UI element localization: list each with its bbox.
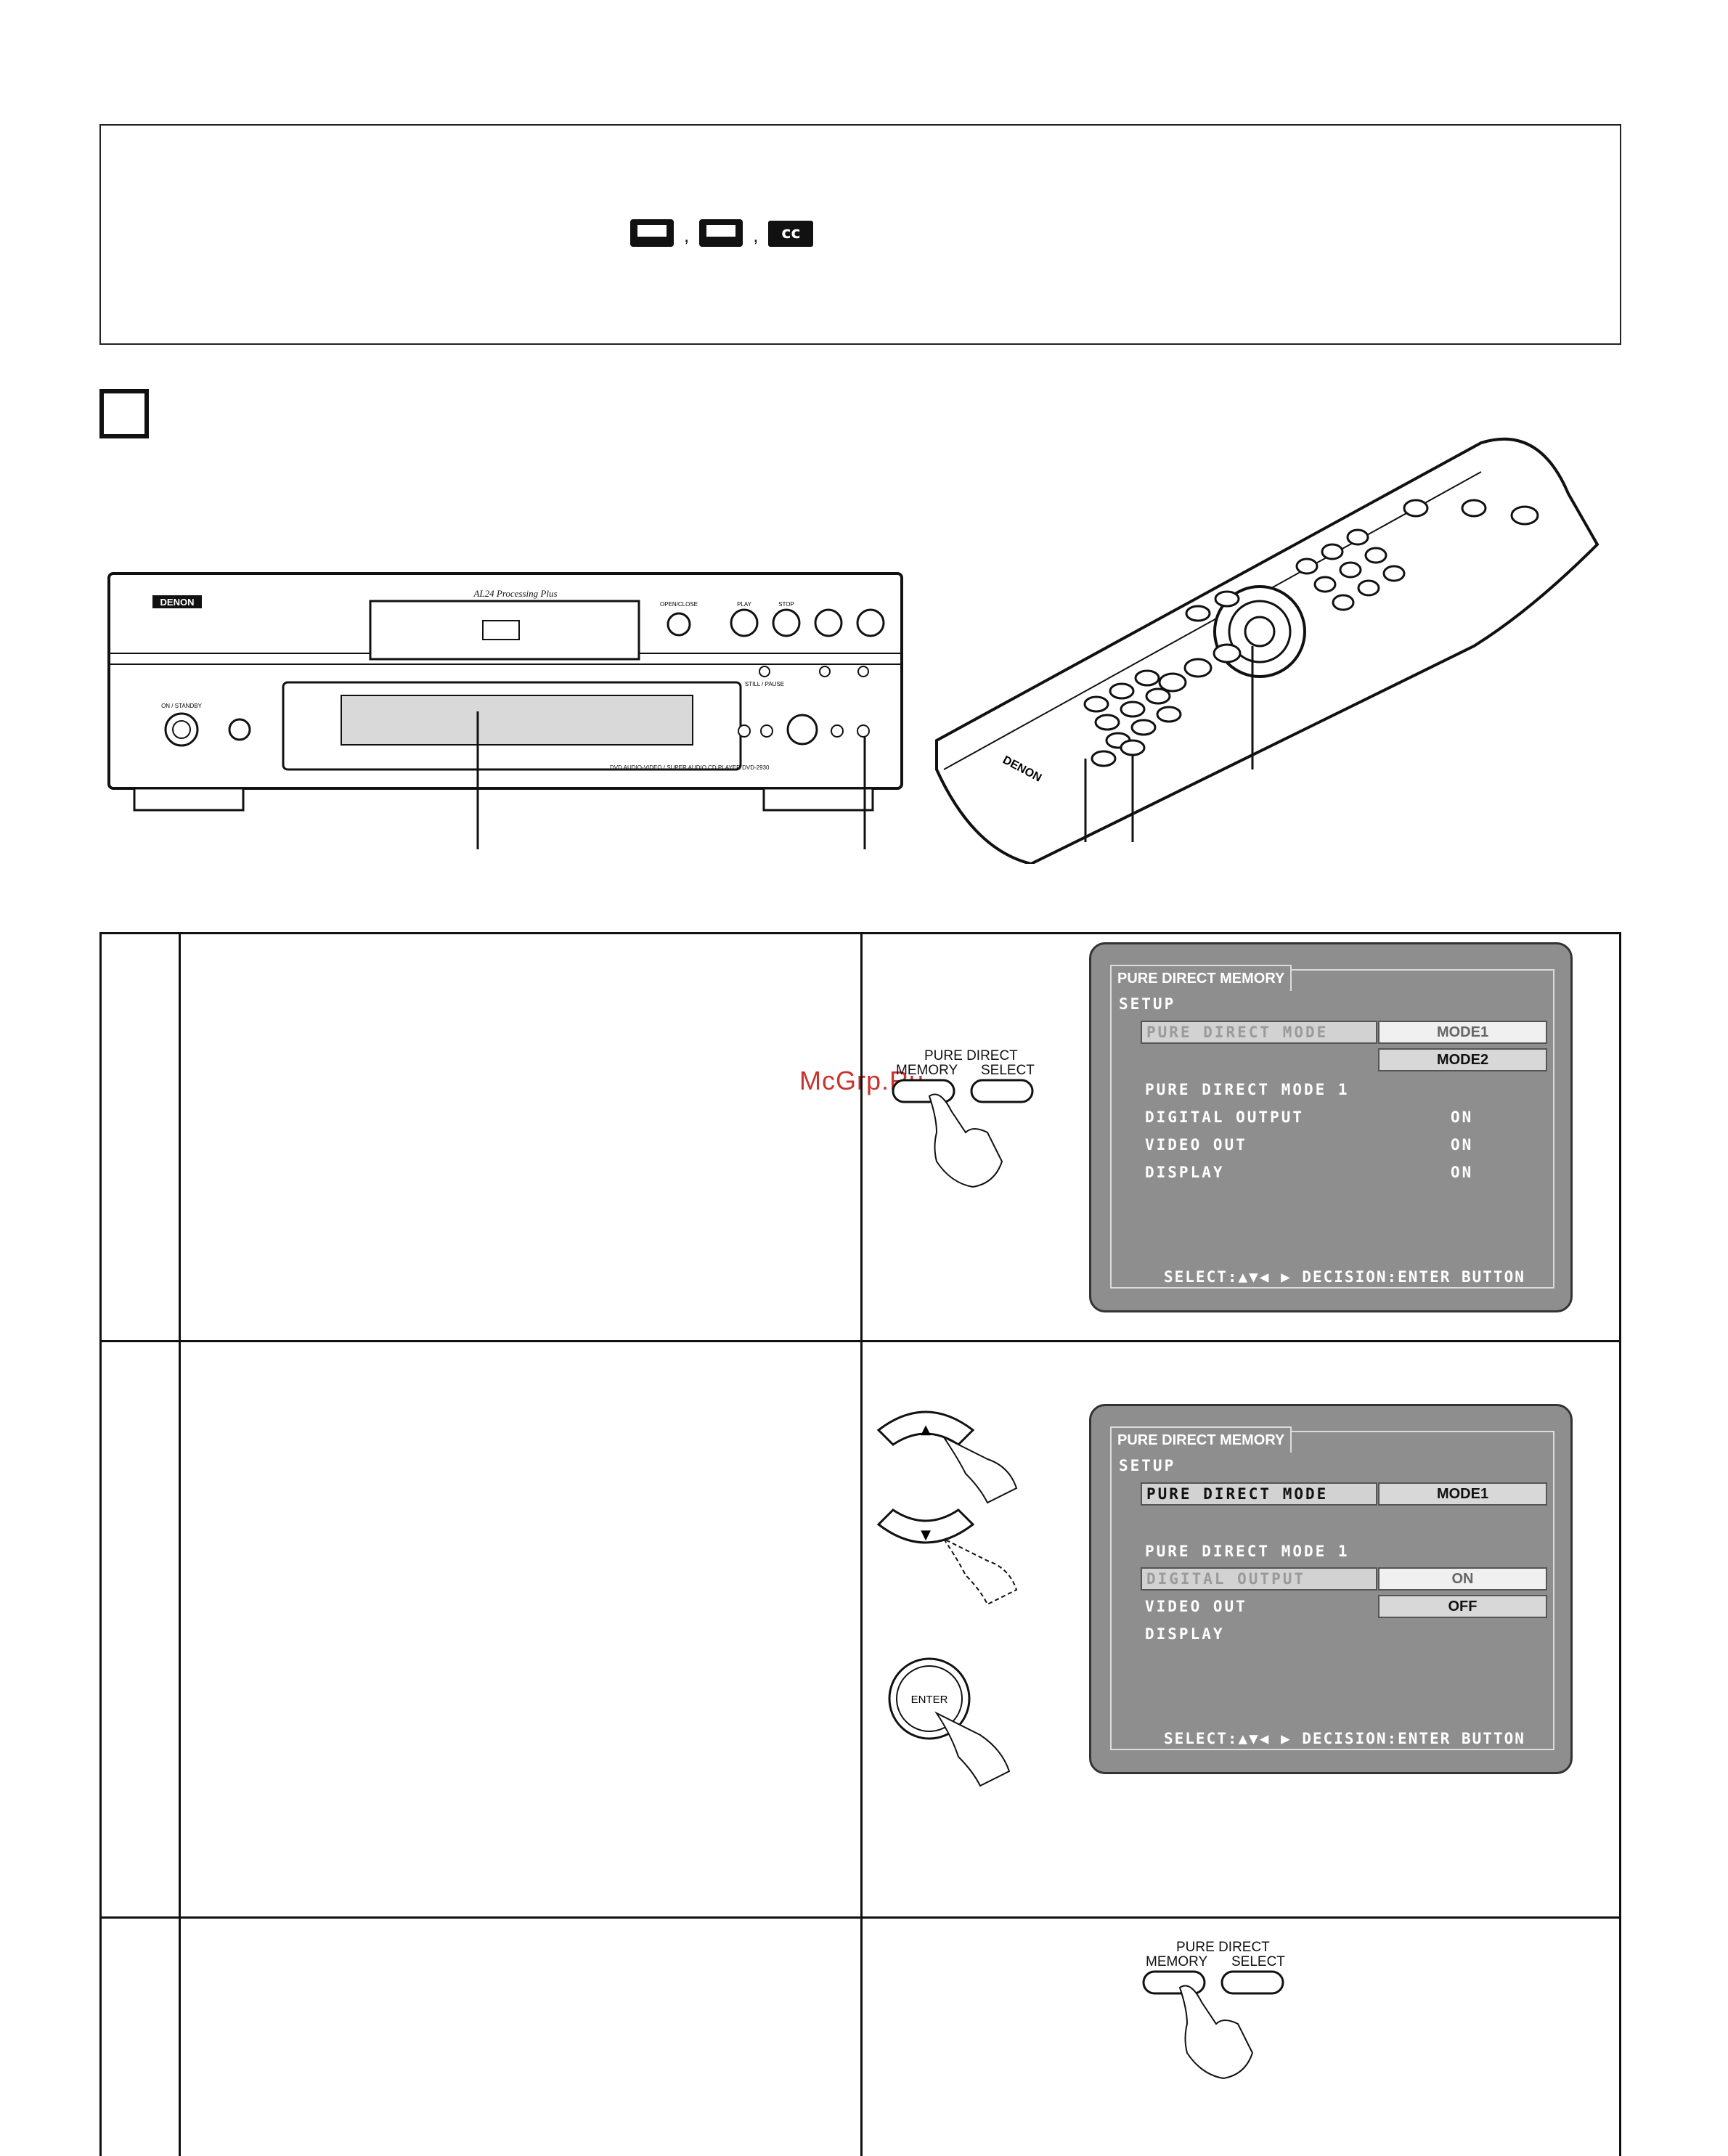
pure-direct-label: PURE DIRECT (1176, 1940, 1270, 1955)
closed-caption-icon: cc (768, 221, 814, 247)
osd-row-value: ON (1451, 1136, 1474, 1153)
select-label: SELECT (1231, 1954, 1285, 1969)
osd-section: PURE DIRECT MODE 1 (1145, 1081, 1350, 1098)
down-arrow-icon: ▼ (921, 1527, 931, 1543)
memory-button[interactable] (892, 1079, 955, 1103)
open-close-label: OPEN/CLOSE (660, 601, 698, 608)
play-label: PLAY (737, 601, 752, 608)
enter-button[interactable] (1244, 616, 1276, 648)
separator: , (753, 224, 759, 246)
note-box (99, 124, 1621, 345)
up-button[interactable] (876, 1410, 975, 1446)
row-divider (99, 1916, 1621, 1919)
down-button[interactable] (876, 1508, 975, 1544)
open-close-button[interactable] (667, 612, 691, 637)
enter-label: ENTER (911, 1694, 948, 1706)
column-divider (860, 932, 863, 2156)
skip-back-button[interactable] (814, 608, 843, 637)
left-foot (133, 787, 245, 812)
power-label: ON / STANDBY (161, 703, 203, 709)
section-checkbox (99, 389, 149, 438)
step1-osd-screen: PURE DIRECT MEMORY SETUP PURE DIRECT MOD… (1089, 942, 1573, 1312)
osd-option-on: ON (1378, 1567, 1547, 1591)
osd-row-value: ON (1451, 1108, 1474, 1126)
stop-button[interactable] (772, 608, 801, 637)
icon-row: , , cc (630, 219, 814, 247)
pressing-hand (942, 1537, 1018, 1606)
pure-direct-memory-button[interactable] (1091, 750, 1117, 767)
osd-option-off: OFF (1378, 1595, 1547, 1618)
pressing-hand (942, 1435, 1018, 1504)
pressing-hand (1178, 1985, 1254, 2080)
right-foot (762, 787, 874, 812)
up-arrow-icon: ▲ (921, 1422, 931, 1437)
osd-mode-label: PURE DIRECT MODE (1141, 1021, 1377, 1044)
osd-tab: PURE DIRECT MEMORY (1110, 965, 1292, 991)
brand-text: DENON (160, 597, 195, 608)
step2-osd-screen: PURE DIRECT MEMORY SETUP PURE DIRECT MOD… (1089, 1404, 1573, 1774)
subtitle-icon (630, 219, 674, 247)
osd-row-label: DIGITAL OUTPUT (1145, 1108, 1305, 1126)
fl-display (341, 695, 693, 746)
pure-direct-label: PURE DIRECT (924, 1048, 1018, 1063)
remote-control-illustration: DENON (935, 437, 1599, 864)
step2-remote-buttons: ▲ ▼ ENTER (876, 1410, 1018, 1787)
still-pause-label: STILL / PAUSE (745, 681, 784, 687)
model-label: DVD AUDIO-VIDEO / SUPER AUDIO CD PLAYER … (610, 764, 770, 771)
row-divider (99, 1340, 1621, 1342)
memory-button[interactable] (1142, 1970, 1206, 1995)
memory-label: MEMORY (1146, 1954, 1208, 1969)
select-button[interactable] (970, 1079, 1034, 1103)
osd-row-label: VIDEO OUT (1145, 1598, 1247, 1615)
pressing-hand (934, 1711, 1011, 1787)
model-script: AL24 Processing Plus (473, 588, 557, 599)
video-mode-knob[interactable] (786, 714, 818, 746)
skip-forward-button[interactable] (856, 608, 885, 637)
osd-tab: PURE DIRECT MEMORY (1110, 1426, 1292, 1453)
osd-setup: SETUP (1119, 995, 1176, 1013)
pressing-hand (928, 1093, 1003, 1188)
headphone-jack (228, 718, 251, 741)
still-pause-button[interactable] (759, 666, 770, 677)
pure-direct-select-button[interactable] (857, 724, 870, 738)
memory-label: MEMORY (896, 1063, 958, 1078)
stop-label: STOP (778, 601, 794, 608)
osd-row-label: DISPLAY (1145, 1625, 1225, 1643)
osd-section: PURE DIRECT MODE 1 (1145, 1543, 1350, 1560)
pure-direct-select-button[interactable] (1120, 739, 1146, 756)
brand-logo (152, 595, 202, 608)
osd-row-value: ON (1451, 1164, 1474, 1181)
dvd-player-illustration: DENON AL24 Processing Plus OPEN/CLOSE PL… (107, 572, 903, 849)
osd-setup: SETUP (1119, 1457, 1176, 1474)
osd-row-label: DISPLAY (1145, 1164, 1225, 1181)
subtitle-icon (699, 219, 743, 247)
play-button[interactable] (730, 608, 759, 637)
osd-option-mode1: MODE1 (1378, 1021, 1547, 1044)
osd-footer: SELECT:▲▼◀ ▶ DECISION:ENTER BUTTON (1164, 1730, 1525, 1747)
select-label: SELECT (981, 1063, 1035, 1078)
select-button[interactable] (1220, 1970, 1284, 1995)
osd-footer: SELECT:▲▼◀ ▶ DECISION:ENTER BUTTON (1164, 1268, 1525, 1286)
osd-row-label: VIDEO OUT (1145, 1136, 1247, 1153)
column-divider (179, 932, 181, 2156)
osd-option-mode2: MODE2 (1378, 1048, 1547, 1071)
separator: , (684, 224, 690, 246)
osd-mode-label: PURE DIRECT MODE (1141, 1482, 1377, 1506)
osd-row-label: DIGITAL OUTPUT (1141, 1567, 1377, 1591)
osd-mode-value: MODE1 (1378, 1482, 1547, 1506)
